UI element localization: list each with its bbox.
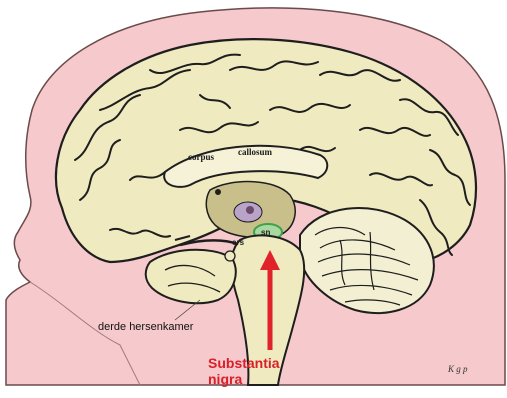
corpus-label: corpus: [188, 152, 215, 162]
callosum-label: callosum: [238, 147, 273, 157]
nigra-label: nigra: [208, 371, 242, 387]
artist-signature: K g p: [447, 364, 468, 374]
sn-label: sn: [261, 228, 270, 237]
ers-label: ers: [232, 238, 245, 247]
substantia-label: Substantia: [208, 355, 280, 371]
ventricle-label: derde hersenkamer: [98, 321, 194, 333]
